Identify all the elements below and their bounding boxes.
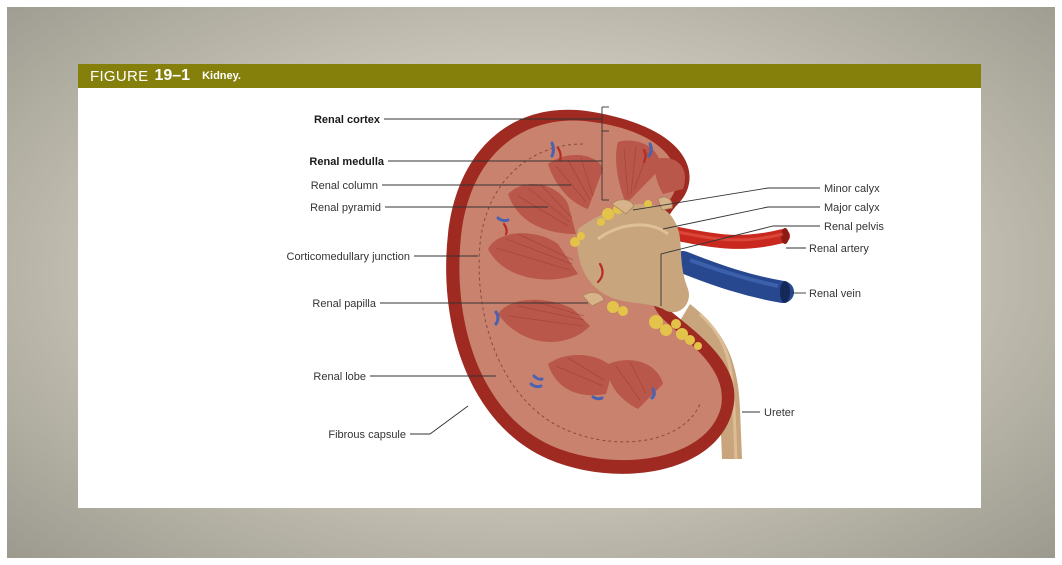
kidney-illustration	[446, 110, 734, 474]
label-minor-calyx: Minor calyx	[824, 183, 880, 195]
label-renal-artery: Renal artery	[809, 243, 869, 255]
label-renal-cortex: Renal cortex	[314, 114, 381, 126]
label-ureter: Ureter	[764, 407, 795, 419]
label-corticomedullary-junction: Corticomedullary junction	[287, 251, 411, 263]
kidney-diagram: Renal cortex Renal medulla Renal column …	[78, 64, 981, 508]
label-renal-pelvis: Renal pelvis	[824, 221, 884, 233]
label-renal-vein: Renal vein	[809, 288, 861, 300]
figure-panel: FIGURE 19–1 Kidney.	[78, 64, 981, 508]
renal-vein-illustration	[683, 260, 790, 303]
leader-fibrous-capsule	[410, 406, 468, 434]
label-major-calyx: Major calyx	[824, 202, 880, 214]
label-renal-lobe: Renal lobe	[313, 371, 366, 383]
label-renal-medulla: Renal medulla	[309, 156, 384, 168]
label-renal-column: Renal column	[311, 180, 378, 192]
label-renal-pyramid: Renal pyramid	[310, 202, 381, 214]
label-renal-papilla: Renal papilla	[312, 298, 376, 310]
label-fibrous-capsule: Fibrous capsule	[328, 429, 406, 441]
